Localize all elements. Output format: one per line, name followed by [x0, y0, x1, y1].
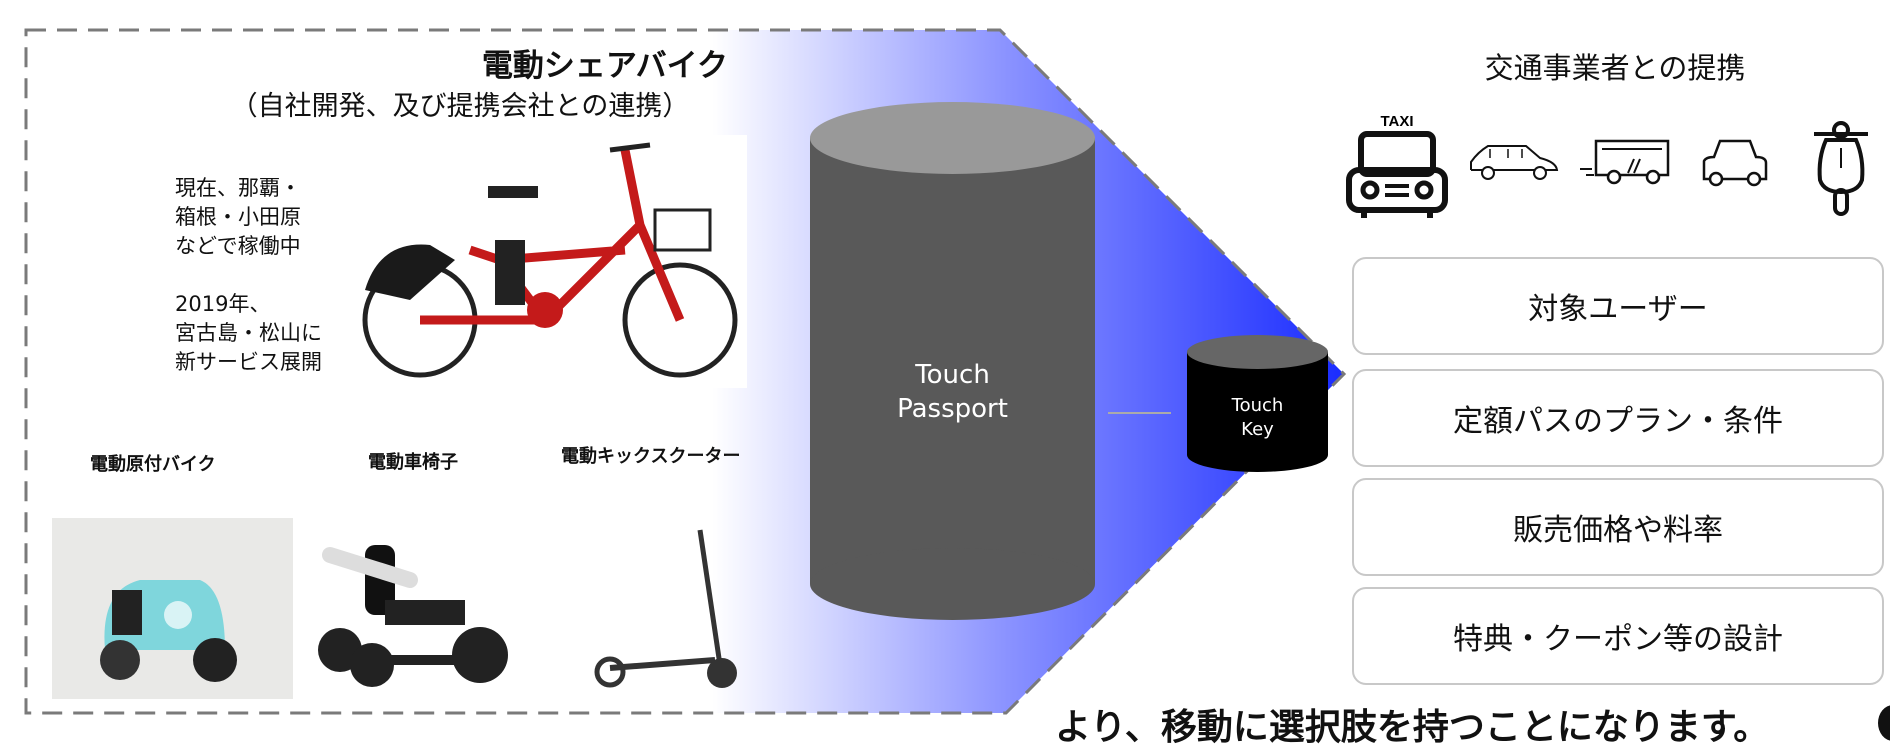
partner-item-pricing: 販売価格や料率	[1352, 478, 1884, 576]
passport-label-line: Touch	[915, 360, 990, 390]
touch-key-cylinder	[1187, 335, 1328, 472]
moped-label: 電動原付バイク	[90, 454, 216, 475]
note-line: 宮古島・松山に	[175, 321, 322, 345]
e-moped-image	[52, 518, 293, 699]
passport-label-line: Passport	[897, 394, 1008, 424]
plan-note: 2019年、 宮古島・松山に 新サービス展開	[175, 290, 322, 377]
bus-icon	[1580, 139, 1670, 185]
key-label-line: Touch	[1231, 395, 1284, 416]
partner-title: 交通事業者との提携	[1484, 51, 1746, 85]
taxi-sign: TAXI	[1380, 113, 1413, 130]
wheelchair-label: 電動車椅子	[368, 452, 458, 473]
kick-scooter-image	[594, 529, 737, 688]
car-icon	[1470, 145, 1559, 180]
key-label-line: Key	[1241, 419, 1274, 440]
kickscooter-label: 電動キックスクーター	[561, 446, 741, 467]
note-line: などで稼働中	[175, 234, 301, 258]
compact-car-icon	[1702, 139, 1768, 187]
partner-item-target-users: 対象ユーザー	[1352, 257, 1884, 355]
note-line: 現在、那覇・	[175, 176, 301, 200]
footer-statement: より、移動に選択肢を持つことになります。	[1055, 707, 1770, 748]
note-line: 2019年、	[175, 292, 271, 316]
touch-passport-label: Touch Passport	[810, 358, 1095, 426]
note-line: 新サービス展開	[175, 350, 322, 374]
taxi-icon: TAXI	[1346, 113, 1448, 218]
e-bike-image	[361, 135, 747, 388]
e-wheelchair-image	[318, 545, 508, 687]
partner-item-benefits: 特典・クーポン等の設計	[1352, 587, 1884, 685]
e-bike-share-subtitle: （自社開発、及び提携会社との連携）	[230, 91, 690, 122]
touch-key-label: Touch Key	[1187, 394, 1328, 442]
e-bike-share-title: 電動シェアバイク	[481, 48, 729, 84]
touch-passport-cylinder	[810, 102, 1095, 620]
partial-circle-mark	[1878, 705, 1890, 741]
note-line: 箱根・小田原	[175, 205, 301, 229]
partner-item-pass-plan: 定額パスのプラン・条件	[1352, 369, 1884, 467]
scooter-icon	[1814, 121, 1868, 216]
status-note: 現在、那覇・ 箱根・小田原 などで稼働中	[175, 174, 301, 261]
